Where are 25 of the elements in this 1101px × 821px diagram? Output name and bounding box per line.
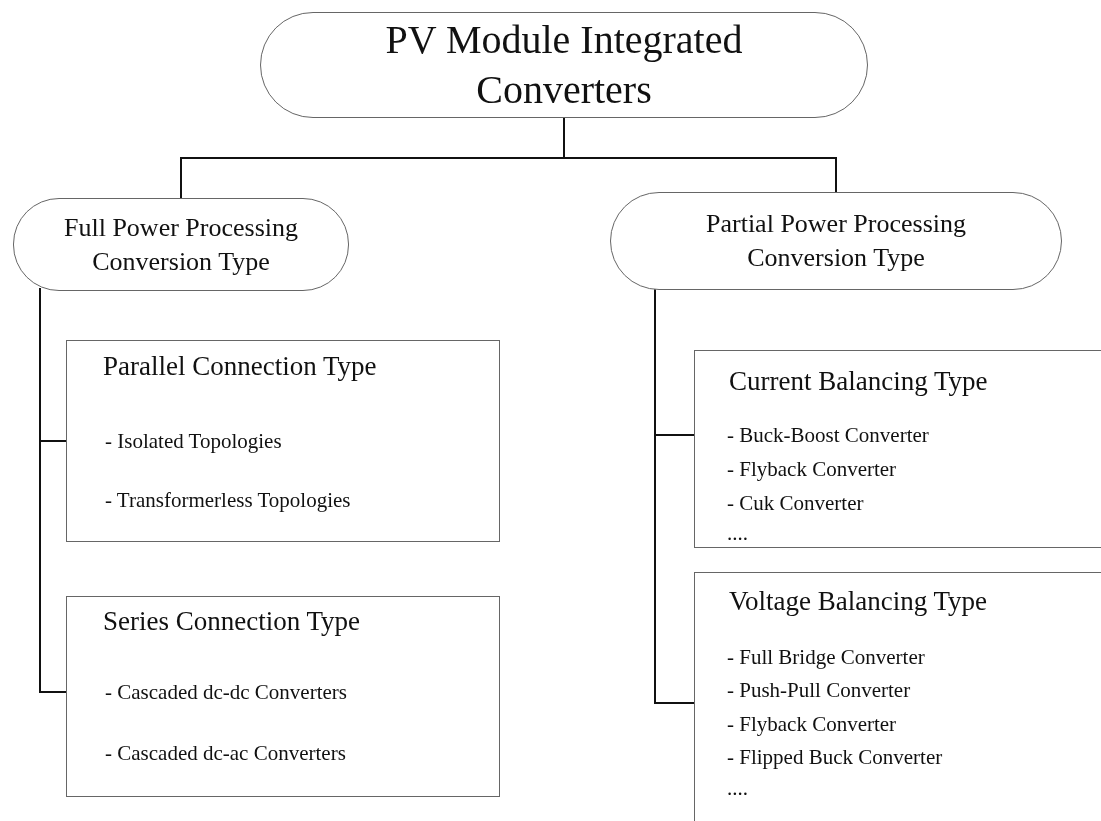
- list-item-text: - Buck-Boost Converter: [727, 423, 929, 449]
- list-item-text: - Flyback Converter: [727, 457, 897, 483]
- category-box: [694, 572, 1101, 821]
- heading-text: Full Power Processing Conversion Type: [63, 211, 299, 278]
- heading-text: Voltage Balancing Type: [729, 584, 988, 618]
- connector-line: [563, 117, 837, 193]
- heading-text: Partial Power Processing Conversion Type: [705, 208, 967, 274]
- list-item-text: - Flipped Buck Converter: [727, 745, 943, 771]
- heading-text: Series Connection Type: [103, 604, 361, 638]
- list-item-text: ....: [727, 521, 748, 547]
- heading-text: Current Balancing Type: [729, 364, 988, 398]
- category-box: [694, 350, 1101, 548]
- list-item-text: - Transformerless Topologies: [105, 488, 351, 514]
- category-box: [66, 596, 500, 797]
- list-item-text: - Full Bridge Converter: [727, 645, 925, 671]
- list-item-text: - Cuk Converter: [727, 491, 864, 517]
- heading-text: Parallel Connection Type: [103, 349, 377, 383]
- heading-text: PV Module Integrated Converters: [384, 16, 744, 114]
- list-item-text: - Cascaded dc-ac Converters: [105, 741, 346, 767]
- list-item-text: - Cascaded dc-dc Converters: [105, 680, 347, 706]
- list-item-text: - Push-Pull Converter: [727, 678, 911, 704]
- list-item-text: - Flyback Converter: [727, 712, 897, 738]
- list-item-text: - Isolated Topologies: [105, 429, 282, 455]
- list-item-text: ....: [727, 776, 748, 802]
- category-box: [66, 340, 500, 542]
